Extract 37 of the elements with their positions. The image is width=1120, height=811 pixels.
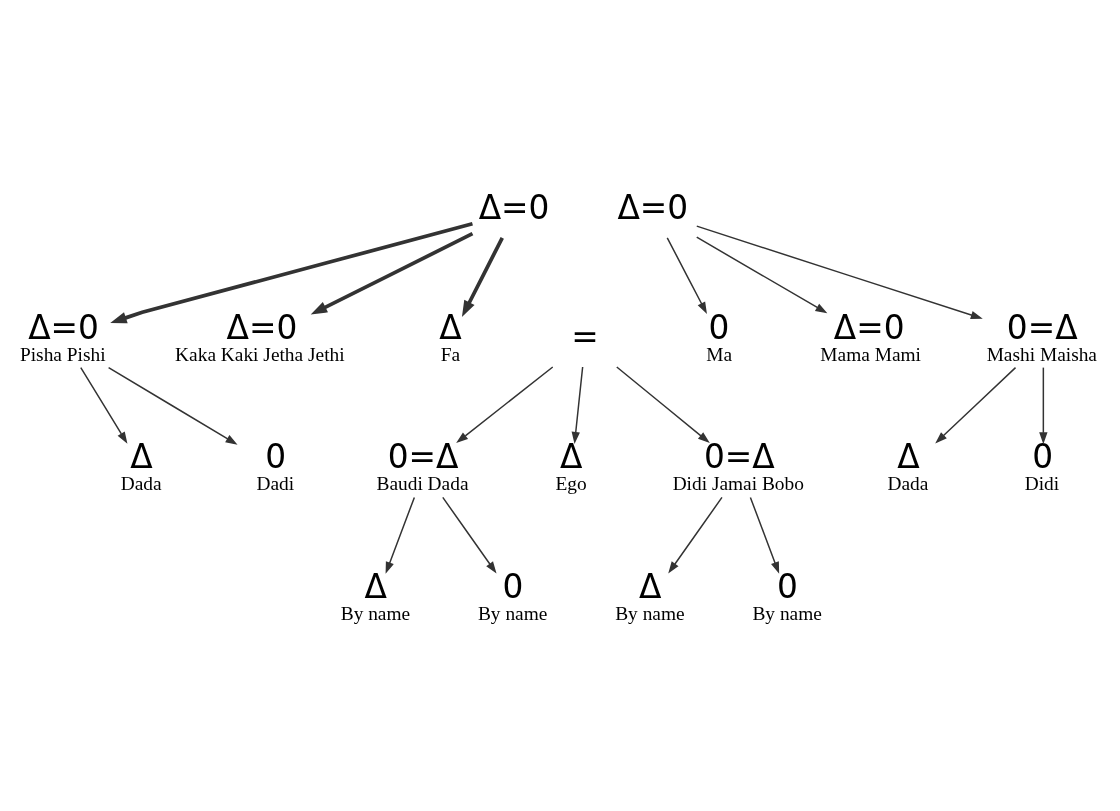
node-text: = [571,318,599,357]
arrow [1039,366,1048,445]
arrow [110,221,473,324]
node-text: Δ Ego [555,438,587,495]
node-text: 0 By name [477,568,548,625]
arrow [666,237,707,314]
arrow [749,496,780,574]
node-text: Δ By name [615,568,685,625]
node-text: 0 By name [752,568,822,625]
arrow [107,366,238,445]
node-text: Δ=0 [478,189,550,228]
arrow [616,366,710,444]
node-text: 0 Dadi [256,438,295,495]
arrow [80,366,128,444]
node-text: 0=Δ Didi Jamai Bobo [672,438,804,495]
node-text: Δ Fa [439,308,462,365]
node-text: Δ=0 Kaka Kaki Jetha Jethi [175,308,345,365]
node-text: Δ=0 Mama Mami [820,308,921,365]
arrow [695,236,828,314]
node-text: Δ=0 Pisha Pishi [19,308,106,365]
node-text: 0=Δ Mashi Maisha [986,308,1097,365]
node-text: 0 Ma [706,308,733,365]
node-text: 0=Δ Baudi Dada [376,438,469,495]
arrow [385,496,416,574]
arrow [456,366,554,444]
node-text: Δ Dada [887,438,929,495]
node-text: Δ Dada [120,438,162,495]
arrow [461,236,504,318]
node-text: 0 Didi [1024,438,1060,495]
node-text: Δ=0 [617,189,689,228]
arrow [571,366,584,444]
arrow [696,225,983,320]
node-text: Δ By name [340,568,411,625]
arrow [668,496,723,574]
arrow [935,366,1017,444]
arrow [442,496,497,574]
arrow [310,232,474,315]
